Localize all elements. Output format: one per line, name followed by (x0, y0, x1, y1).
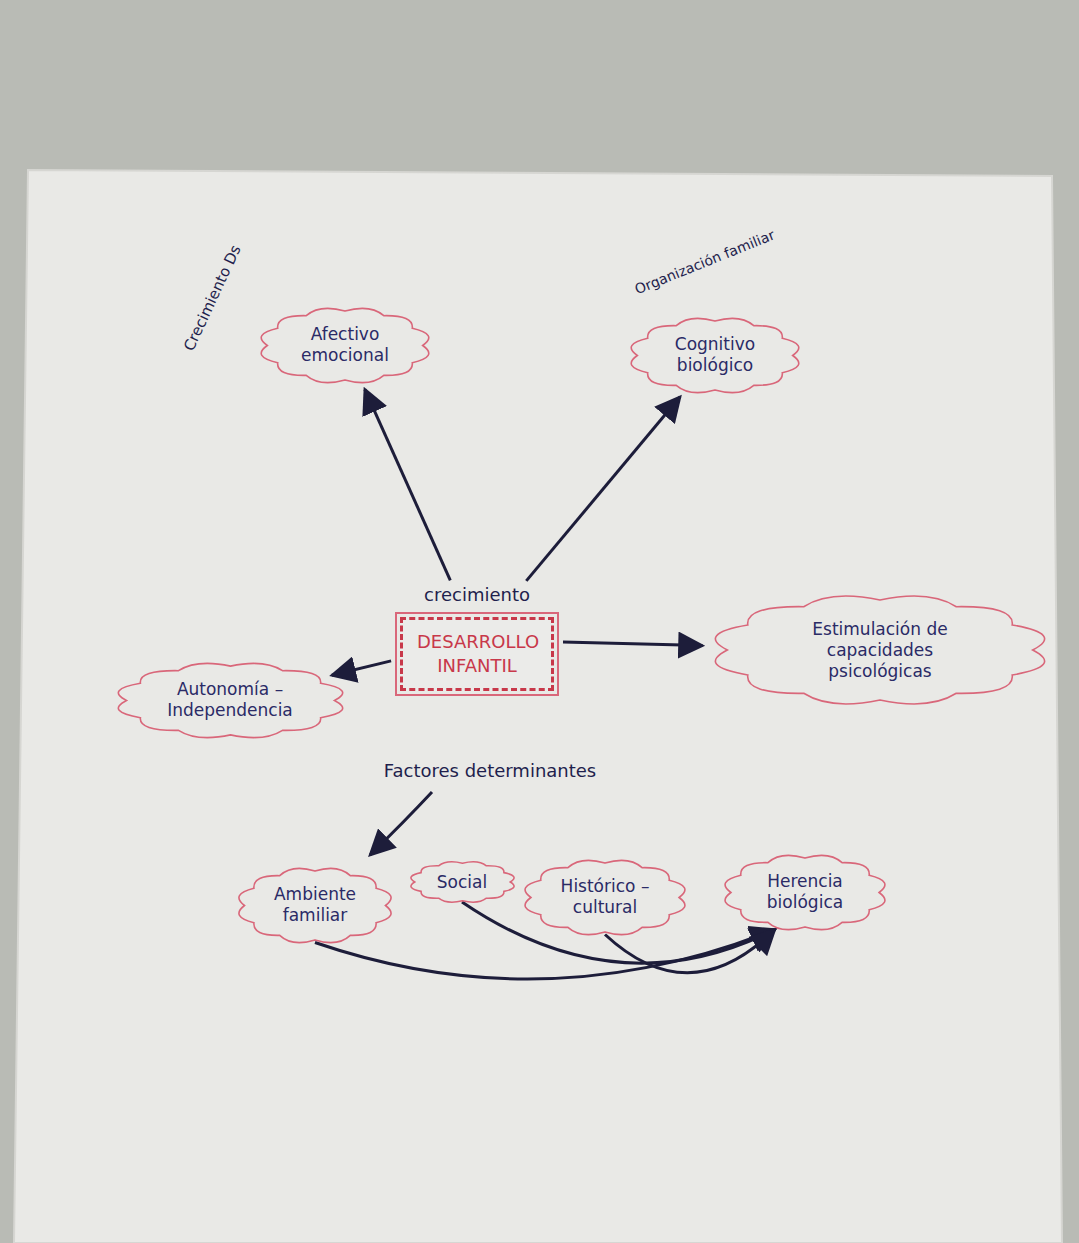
cloud-text-block: Herencia biológica (758, 871, 853, 913)
arrow-connector (332, 661, 391, 675)
cloud-node: Ambiente familiar (233, 864, 397, 947)
arrow-connector (605, 930, 775, 973)
cloud-label: Ambiente familiar (270, 884, 360, 926)
cloud-outline (715, 596, 1044, 704)
leader-arrow (370, 792, 432, 855)
cloud-node: Social (406, 858, 519, 906)
cloud-node: Afectivo emocional (255, 304, 435, 387)
annotation-label: Organización familiar (633, 227, 777, 298)
arrow-connector (526, 397, 680, 581)
cloud-node: Cognitivo biológico (625, 314, 805, 397)
cloud-text-block: Histórico – cultural (558, 876, 653, 918)
cloud-text-block: Ambiente familiar (270, 884, 360, 926)
cloud-label: Estimulación de capacidades psicológicas (780, 619, 980, 682)
cloud-text-block: Cognitivo biológico (665, 334, 765, 376)
cloud-label: Herencia biológica (758, 871, 853, 913)
center-box: crecimientoDESARROLLO INFANTIL (395, 584, 559, 696)
arrow-connector (365, 389, 451, 580)
cloud-node: Autonomía – Independencia (111, 659, 350, 742)
cloud-node: Herencia biológica (719, 851, 891, 934)
cloud-text-block: Social (432, 872, 492, 893)
cloud-outline (410, 862, 513, 902)
cloud-text-block: Estimulación de capacidades psicológicas (780, 619, 980, 682)
cloud-node: Histórico – cultural (519, 856, 691, 939)
cloud-outline (239, 868, 391, 942)
cloud-label: Autonomía – Independencia (163, 679, 298, 721)
box-border: DESARROLLO INFANTIL (400, 617, 554, 691)
annotation-label: Factores determinantes (384, 760, 596, 781)
cloud-text-block: Afectivo emocional (295, 324, 395, 366)
cloud-outline (631, 318, 799, 392)
cloud-label: Afectivo emocional (295, 324, 395, 366)
cloud-outline (525, 860, 685, 934)
cloud-outline (118, 663, 342, 737)
cloud-outline (725, 855, 885, 929)
cloud-label: Social (432, 872, 492, 893)
box-title: DESARROLLO INFANTIL (417, 630, 537, 678)
paper-sheet (14, 170, 1062, 1243)
arrow-connector (563, 642, 703, 646)
cloud-outline (261, 308, 429, 382)
annotation-label: Crecimiento Ds (180, 242, 245, 354)
cloud-label: Cognitivo biológico (665, 334, 765, 376)
cloud-node: Estimulación de capacidades psicológicas (706, 591, 1054, 709)
box-heading: crecimiento (395, 584, 559, 612)
cloud-label: Histórico – cultural (558, 876, 653, 918)
cloud-text-block: Autonomía – Independencia (163, 679, 298, 721)
